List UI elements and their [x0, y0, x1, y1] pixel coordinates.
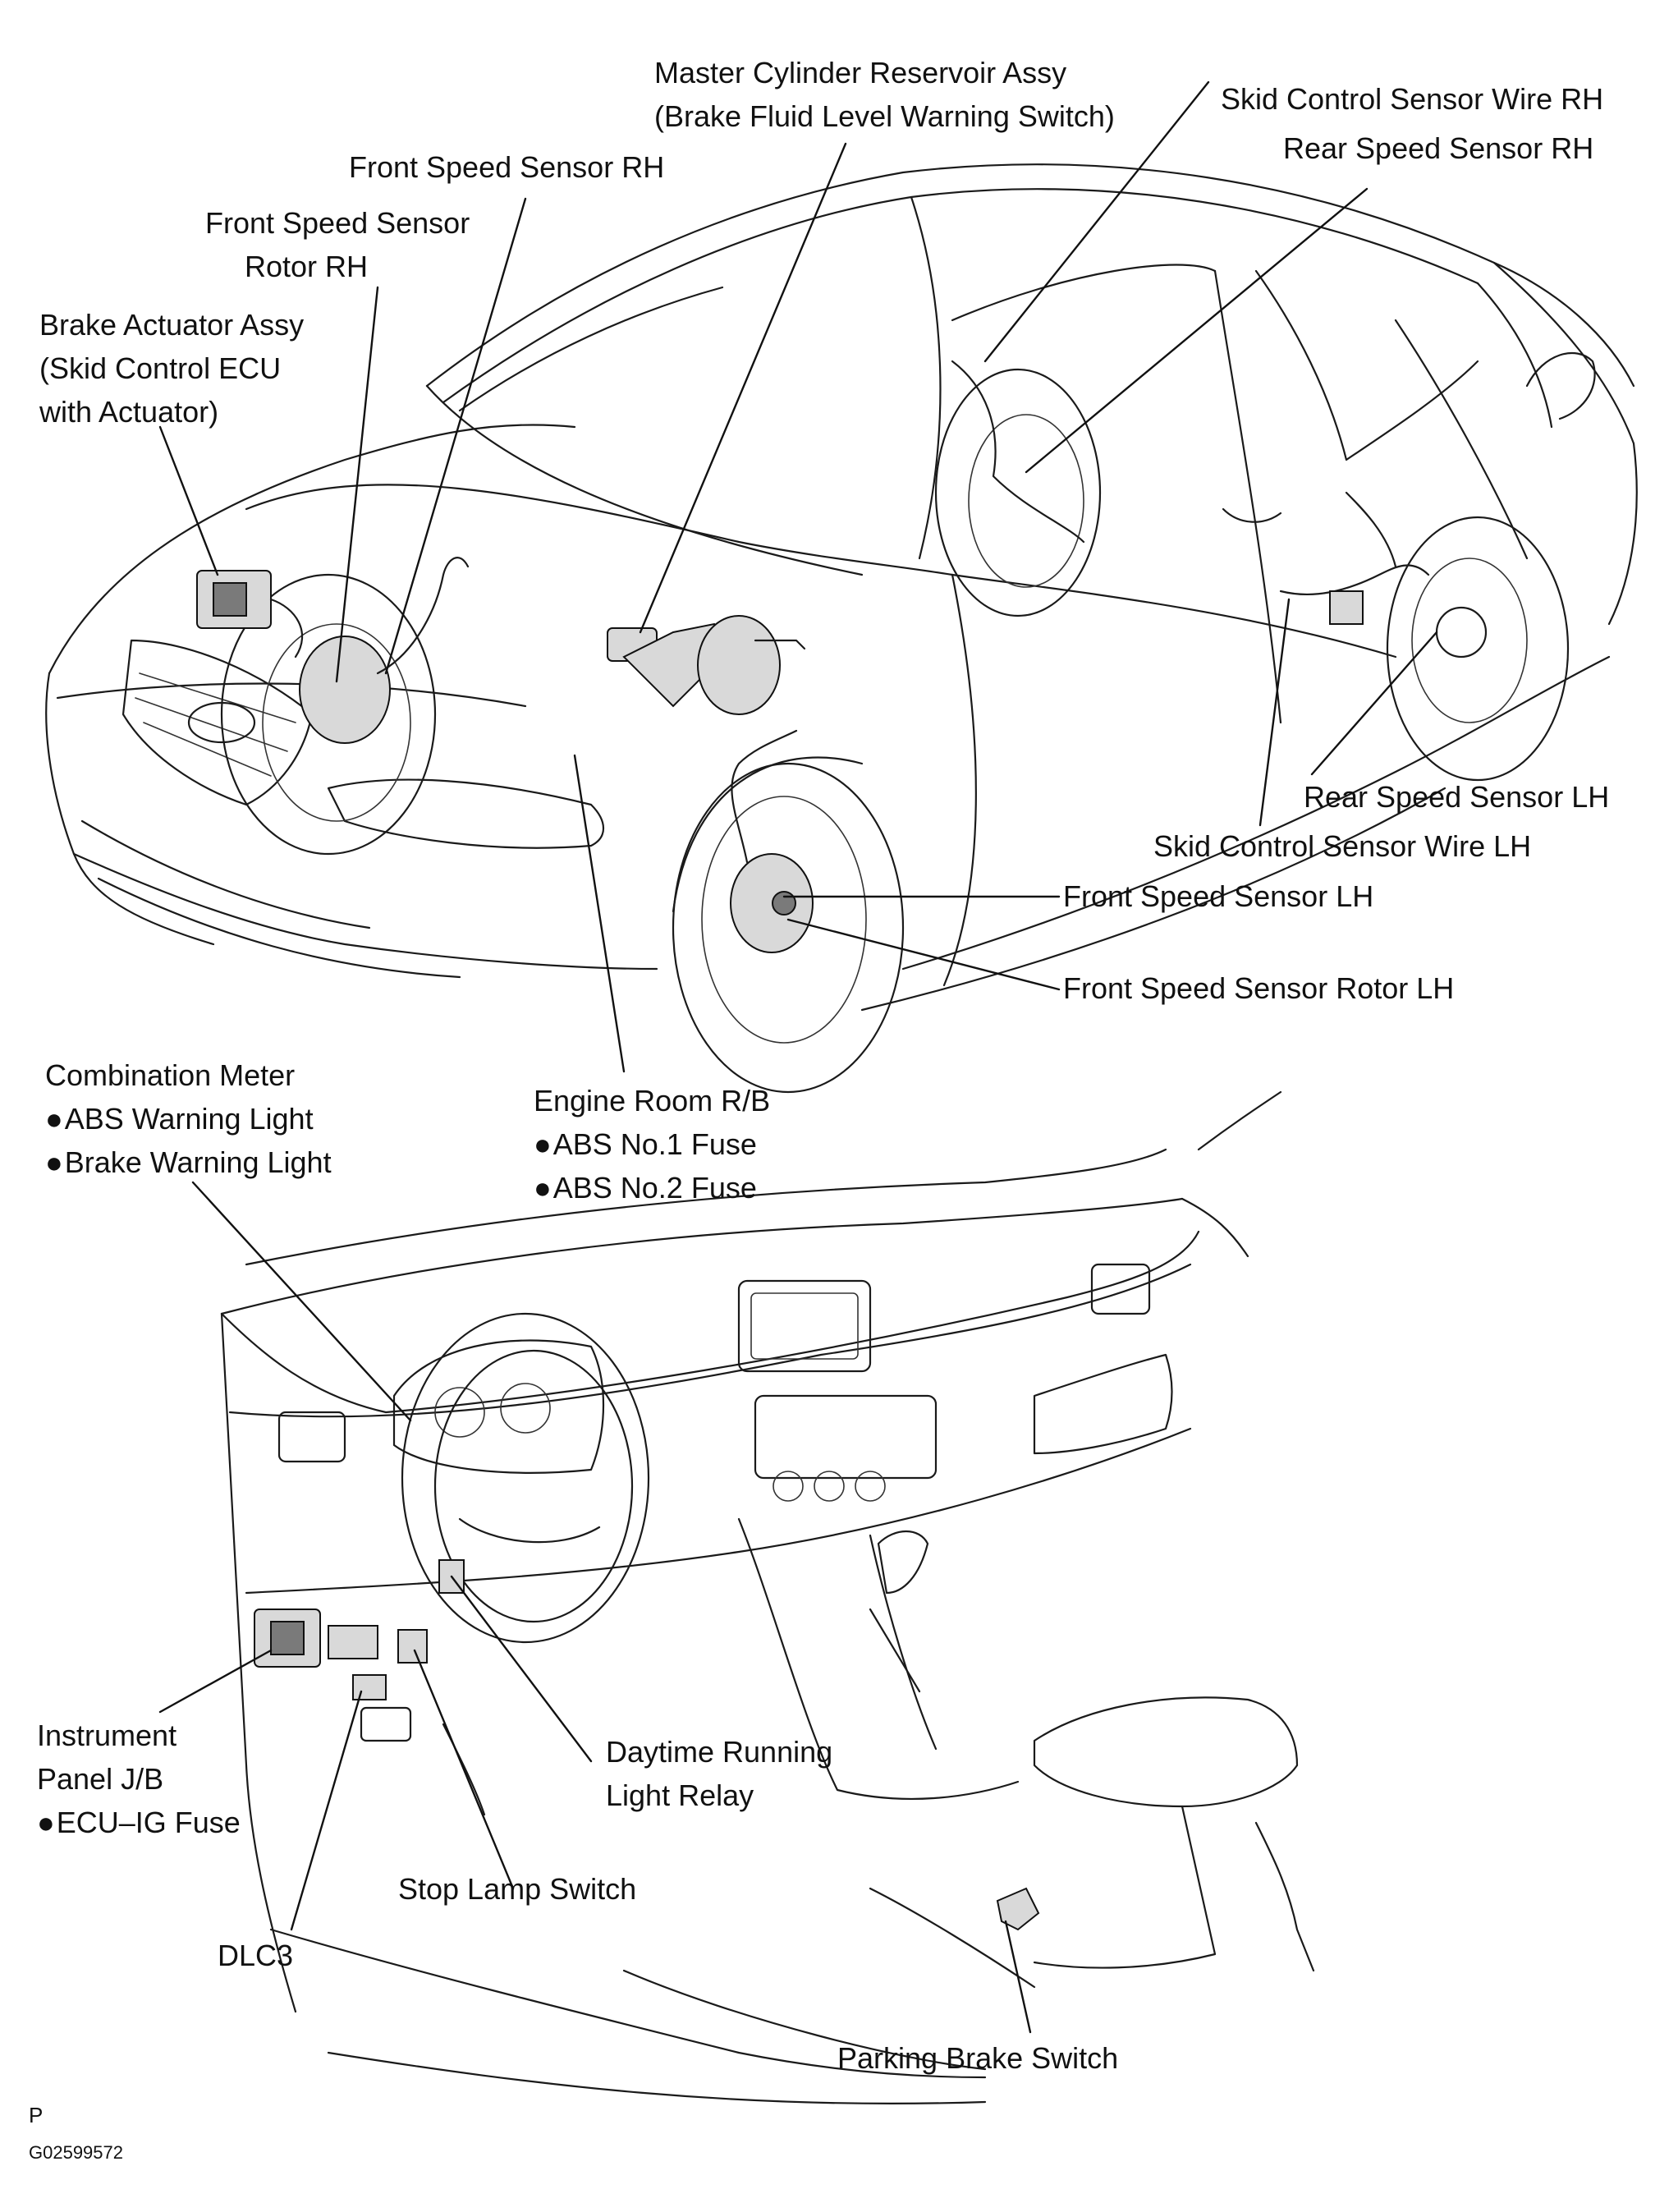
label-rear-speed-sensor-rh: Rear Speed Sensor RH — [1283, 126, 1593, 170]
label-parking-brake-switch-text: Parking Brake Switch — [837, 2041, 1119, 2075]
label-drl-relay-line2: Light Relay — [606, 1778, 754, 1812]
label-drl-relay-line1: Daytime Running — [606, 1735, 833, 1769]
label-rear-speed-sensor-lh-text: Rear Speed Sensor LH — [1304, 780, 1610, 814]
label-master-cylinder: Master Cylinder Reservoir Assy (Brake Fl… — [654, 51, 1115, 138]
label-front-speed-sensor-lh-text: Front Speed Sensor LH — [1063, 879, 1374, 913]
label-brake-actuator-line2: (Skid Control ECU — [39, 351, 282, 385]
label-instrument-panel-jb: Instrument Panel J/B ECU–IG Fuse — [37, 1714, 241, 1844]
leader-lines — [158, 80, 1438, 2034]
label-abs-no1-fuse: ABS No.1 Fuse — [534, 1122, 770, 1166]
wheels — [220, 368, 1570, 1094]
label-instrument-panel-jb-line1: Instrument — [37, 1719, 177, 1752]
footer-marker-text: P — [29, 2103, 44, 2127]
label-brake-actuator-line1: Brake Actuator Assy — [39, 308, 305, 342]
label-brake-actuator-assy: Brake Actuator Assy (Skid Control ECU wi… — [39, 303, 304, 434]
label-master-cylinder-line2: (Brake Fluid Level Warning Switch) — [654, 99, 1115, 133]
label-dlc3: DLC3 — [218, 1934, 293, 1977]
label-instrument-panel-jb-line2: Panel J/B — [37, 1762, 164, 1796]
label-brake-warning-light: Brake Warning Light — [45, 1140, 332, 1184]
label-front-speed-sensor-rotor-lh: Front Speed Sensor Rotor LH — [1063, 966, 1454, 1010]
label-combination-meter-title: Combination Meter — [45, 1058, 296, 1092]
car-body — [45, 163, 1638, 1012]
label-skid-control-sensor-wire-rh: Skid Control Sensor Wire RH — [1221, 77, 1603, 121]
label-skid-control-sensor-wire-lh-text: Skid Control Sensor Wire LH — [1153, 829, 1532, 863]
label-engine-room-rb-title: Engine Room R/B — [534, 1084, 771, 1117]
label-front-speed-sensor-rotor-rh: Front Speed Sensor Rotor RH — [205, 201, 470, 288]
label-master-cylinder-line1: Master Cylinder Reservoir Assy — [654, 56, 1067, 89]
label-front-speed-sensor-rotor-lh-text: Front Speed Sensor Rotor LH — [1063, 971, 1455, 1005]
dashboard — [220, 1090, 1315, 2105]
label-stop-lamp-switch-text: Stop Lamp Switch — [398, 1872, 637, 1906]
label-front-speed-sensor-lh: Front Speed Sensor LH — [1063, 874, 1373, 918]
label-abs-warning-light: ABS Warning Light — [45, 1097, 332, 1140]
label-skid-control-sensor-wire-lh: Skid Control Sensor Wire LH — [1153, 824, 1531, 868]
label-combination-meter: Combination Meter ABS Warning Light Brak… — [45, 1053, 332, 1184]
label-engine-room-rb: Engine Room R/B ABS No.1 Fuse ABS No.2 F… — [534, 1079, 770, 1209]
label-front-speed-sensor-rotor-rh-line1: Front Speed Sensor — [205, 206, 470, 240]
label-abs-no2-fuse: ABS No.2 Fuse — [534, 1166, 770, 1209]
label-daytime-running-light-relay: Daytime Running Light Relay — [606, 1730, 832, 1817]
label-front-speed-sensor-rh: Front Speed Sensor RH — [349, 145, 664, 189]
label-parking-brake-switch: Parking Brake Switch — [837, 2036, 1118, 2080]
footer-figure-code: G02599572 — [29, 2141, 123, 2164]
label-front-speed-sensor-rh-text: Front Speed Sensor RH — [349, 150, 665, 184]
label-rear-speed-sensor-rh-text: Rear Speed Sensor RH — [1283, 131, 1594, 165]
label-front-speed-sensor-rotor-rh-line2: Rotor RH — [245, 250, 369, 283]
label-stop-lamp-switch: Stop Lamp Switch — [398, 1867, 636, 1911]
label-dlc3-text: DLC3 — [218, 1939, 294, 1972]
label-rear-speed-sensor-lh: Rear Speed Sensor LH — [1304, 775, 1609, 819]
brake-components — [196, 360, 1430, 953]
footer-figure-code-text: G02599572 — [29, 2142, 123, 2163]
label-brake-actuator-line3: with Actuator) — [39, 395, 219, 429]
label-skid-control-sensor-wire-rh-text: Skid Control Sensor Wire RH — [1221, 82, 1604, 116]
label-ecu-ig-fuse: ECU–IG Fuse — [37, 1801, 241, 1844]
footer-marker: P — [29, 2102, 43, 2128]
